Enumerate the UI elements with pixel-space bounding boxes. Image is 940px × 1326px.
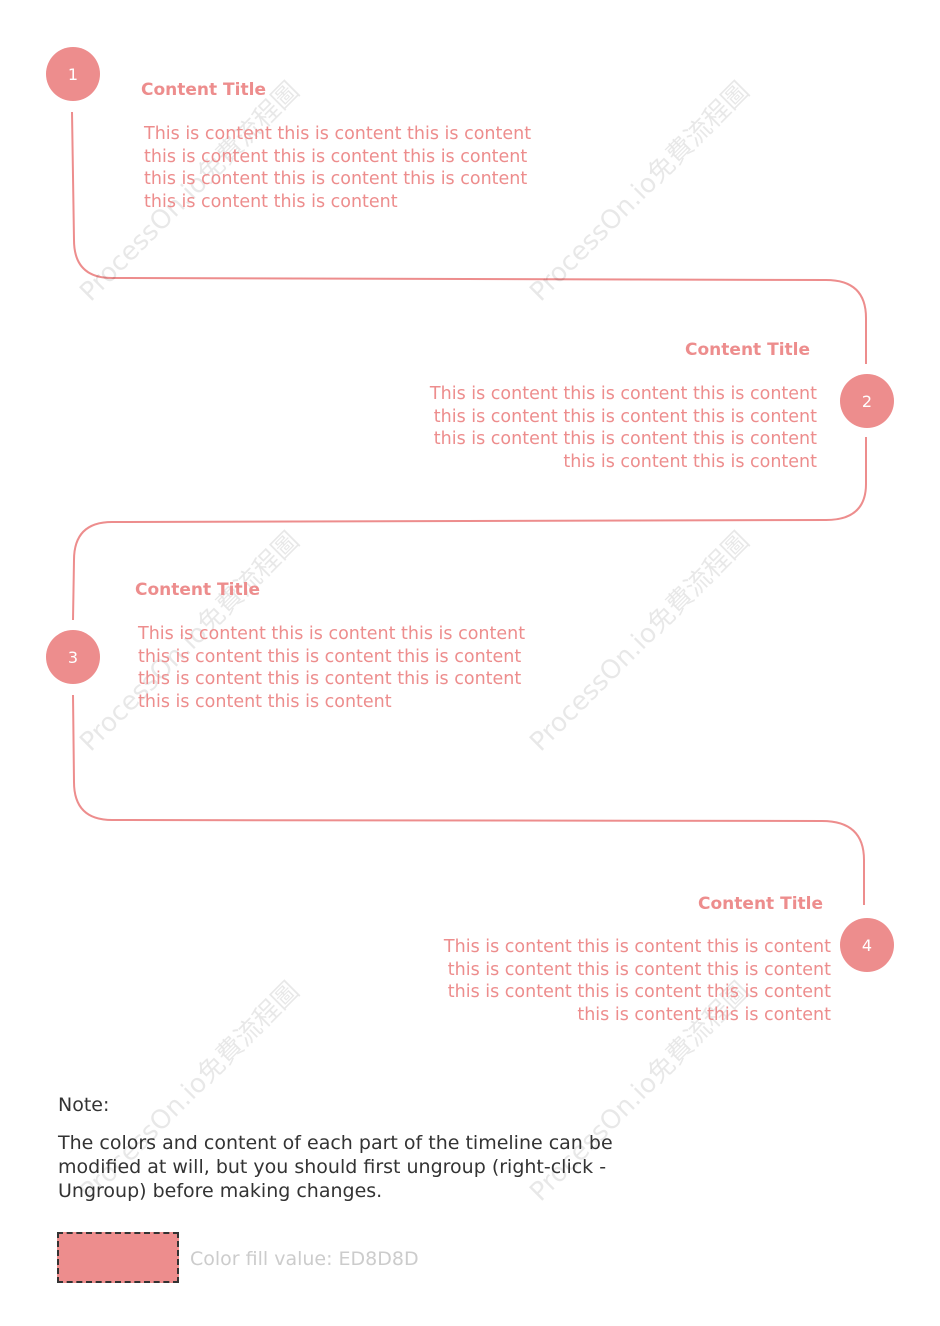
- step-2-node: 2: [840, 374, 894, 428]
- step-3-line-3: this is content this is content this is …: [138, 669, 522, 690]
- step-4-title: Content Title: [698, 894, 823, 914]
- step-4-line-2: this is content this is content this is …: [447, 959, 831, 980]
- step-4-content: This is content this is content this is …: [431, 936, 831, 1027]
- note-text: The colors and content of each part of t…: [58, 1132, 613, 1202]
- step-3-node: 3: [46, 630, 100, 684]
- step-2-content: This is content this is content this is …: [417, 383, 817, 474]
- step-1-title: Content Title: [141, 80, 266, 100]
- color-swatch-label: Color fill value: ED8D8D: [190, 1248, 419, 1270]
- step-1-content: This is content this is content this is …: [144, 123, 544, 214]
- step-1-line-1: This is content this is content this is …: [144, 124, 532, 144]
- step-2-line-2: this is content this is content this is …: [433, 406, 817, 427]
- step-3-content: This is content this is content this is …: [138, 623, 538, 714]
- step-4-line-1: This is content this is content this is …: [443, 937, 831, 957]
- note-heading: Note:: [58, 1094, 110, 1116]
- step-2-title: Content Title: [685, 340, 810, 360]
- timeline-segment-2-3: [72, 437, 867, 621]
- color-swatch: [57, 1232, 179, 1283]
- step-2-line-4: this is content this is content: [563, 452, 817, 473]
- timeline-segment-3-4: [72, 694, 865, 905]
- step-1-line-3: this is content this is content this is …: [144, 169, 528, 190]
- step-1-line-2: this is content this is content this is …: [144, 146, 528, 167]
- step-3-line-4: this is content this is content: [138, 692, 392, 713]
- step-4-node: 4: [840, 918, 894, 972]
- step-2-line-1: This is content this is content this is …: [429, 384, 817, 404]
- step-4-line-3: this is content this is content this is …: [447, 982, 831, 1003]
- step-3-line-1: This is content this is content this is …: [138, 624, 526, 644]
- step-1-node: 1: [46, 47, 100, 101]
- step-4-line-4: this is content this is content: [577, 1005, 831, 1026]
- step-3-title: Content Title: [135, 580, 260, 600]
- step-2-line-3: this is content this is content this is …: [433, 429, 817, 450]
- step-3-line-2: this is content this is content this is …: [138, 646, 522, 667]
- step-1-line-4: this is content this is content: [144, 192, 398, 213]
- timeline-segment-1-2: [71, 111, 867, 364]
